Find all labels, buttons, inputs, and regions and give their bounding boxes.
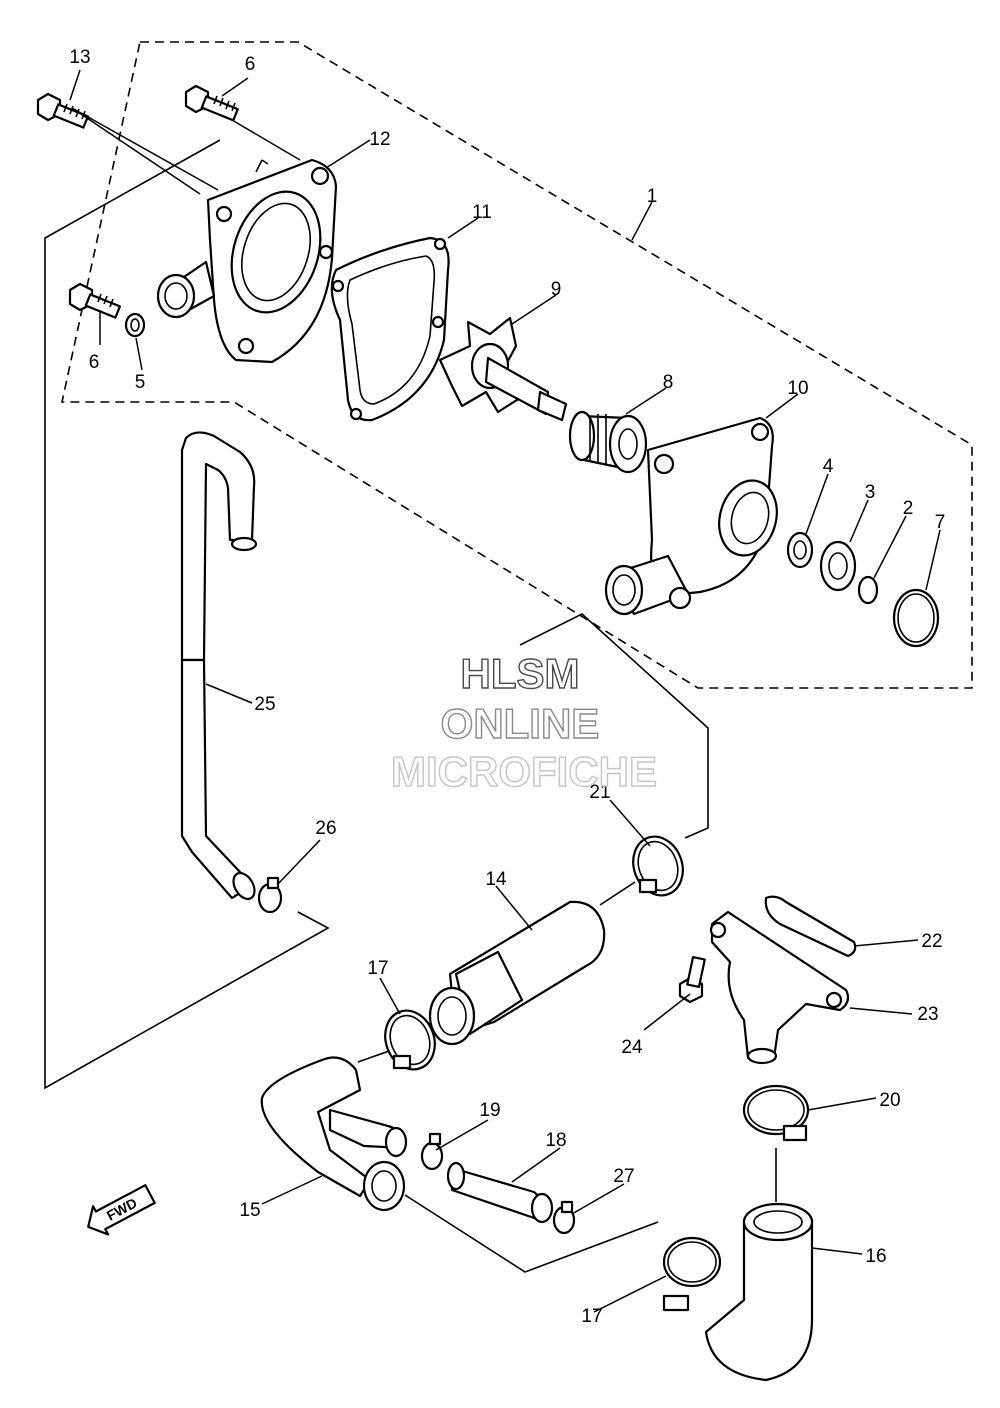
callout-c17a: 17 [367, 958, 388, 979]
callout-c12: 12 [369, 129, 390, 150]
bolt-6-upper [184, 84, 239, 122]
callout-c13: 13 [69, 47, 90, 68]
fwd-direction-badge: FWD [87, 1184, 156, 1236]
leader-lines [69, 69, 941, 1313]
callout-c10: 10 [787, 378, 808, 399]
pump-cover-12 [156, 158, 338, 364]
bolt-6-lower [68, 282, 122, 319]
callout-c8: 8 [663, 372, 674, 393]
bearing-3 [819, 540, 857, 592]
callout-c2: 2 [903, 498, 914, 519]
callout-c22: 22 [921, 931, 942, 952]
callout-c11: 11 [472, 202, 492, 223]
callout-c7: 7 [935, 512, 946, 533]
pipe-16 [704, 1202, 814, 1382]
watermark-line-2: ONLINE [441, 700, 600, 747]
pipe-routing-frame [519, 613, 709, 839]
watermark-line-1: HLSM [461, 650, 580, 697]
arrow-left-icon [87, 1184, 156, 1236]
hose-18 [446, 1161, 554, 1224]
callout-c4: 4 [823, 456, 834, 477]
hose-14 [428, 900, 606, 1046]
callout-c21: 21 [589, 782, 610, 803]
callout-c6b: 6 [89, 352, 100, 373]
hose-25 [180, 431, 258, 901]
impeller-9 [438, 316, 568, 422]
callout-c9: 9 [551, 279, 562, 300]
gasket-11 [330, 236, 450, 422]
clamp-20 [742, 1084, 810, 1142]
mechanical-seal-8 [568, 410, 648, 474]
washer-5 [124, 312, 146, 338]
clamp-27 [552, 1200, 576, 1235]
clamp-17-upper [384, 1009, 436, 1071]
callout-c16: 16 [865, 1246, 886, 1267]
gasket-22 [764, 895, 857, 958]
callout-c25: 25 [254, 694, 275, 715]
water-pump-assembly-boundary [61, 41, 973, 689]
thermostat-cover-23 [709, 910, 850, 1065]
pump-housing-10 [604, 416, 778, 616]
clamp-17-lower [662, 1236, 722, 1312]
connector-line [599, 881, 636, 906]
lower-routing-frame [404, 1194, 659, 1273]
circlip-2 [857, 575, 879, 605]
callout-c24: 24 [621, 1037, 643, 1058]
callout-c1: 1 [647, 186, 658, 207]
callout-c6a: 6 [245, 54, 256, 75]
callout-c14: 14 [485, 869, 507, 890]
callout-c20: 20 [879, 1090, 900, 1111]
hose-routing-frame [44, 139, 330, 1090]
callout-c5: 5 [135, 372, 146, 393]
callout-c19: 19 [479, 1100, 500, 1121]
callout-c15: 15 [239, 1200, 260, 1221]
clamp-19 [420, 1132, 444, 1171]
pipe-15 [260, 1056, 408, 1212]
watermark: HLSM ONLINE MICROFICHE [390, 649, 657, 795]
connector-line [357, 1049, 393, 1063]
watermark-line-3: MICROFICHE [391, 748, 657, 795]
clamp-26 [257, 876, 283, 914]
bolt-13 [36, 92, 90, 129]
oil-seal-4 [786, 531, 814, 569]
clamp-21 [632, 835, 684, 897]
callout-c18: 18 [545, 1130, 566, 1151]
callout-c27: 27 [613, 1166, 634, 1187]
o-ring-7 [892, 588, 940, 648]
callout-c23: 23 [917, 1004, 938, 1025]
callout-c17b: 17 [581, 1306, 602, 1327]
callout-c26: 26 [315, 818, 336, 839]
callout-c3: 3 [865, 482, 876, 503]
bolt-24 [678, 955, 706, 1004]
